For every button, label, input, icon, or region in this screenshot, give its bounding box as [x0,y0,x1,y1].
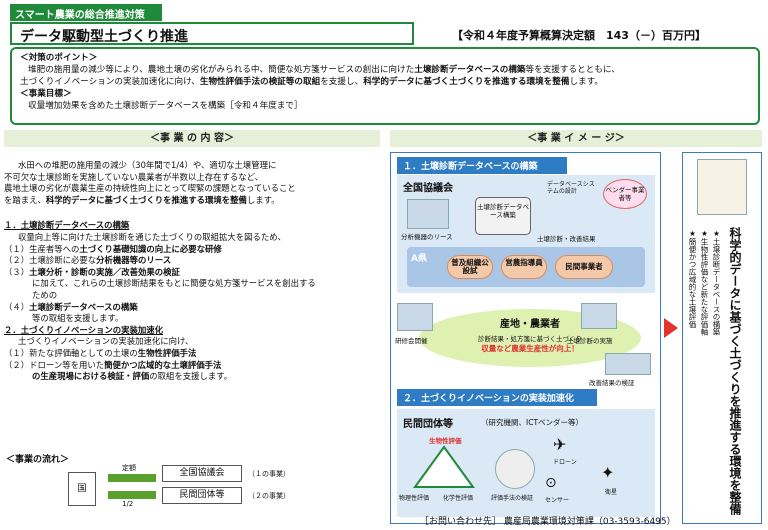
soil-photo [581,303,617,329]
section-1-item: （４）土壌診断データベースの構築 [4,301,138,312]
flow-label: ＜事業の流れ＞ [6,455,70,465]
section-2-item: の生産現場における検証・評価の取組を支援します。 [32,371,233,382]
bio-label: 生物性評価 [429,437,462,445]
policy-heading: ＜対策のポイント＞ [20,53,98,63]
flow-arrow [108,491,156,499]
goal-text: 収量増加効果を含めた土壌診断データベースを構築［令和４年度まで］ [28,101,303,111]
image-section-header: ＜事 業 イ メ ー ジ＞ [390,130,762,147]
council-label: 全国協議会 [403,183,453,194]
workshop-label: 研修会開催 [395,337,428,345]
lease-label: 分析機器のリース [401,233,453,241]
yield-label: 収量など農業生産性が向上！ [481,344,579,353]
sensor-icon: ⊙ [545,475,557,491]
section-1-text: 収量向上等に向けた土壌診断を通じた土づくりの取組拡大を図るため、 [18,231,286,242]
section-1-item: （２）土壌診断に必要な分析機器等のリース [4,255,172,266]
verify-label: 改善結果の検証 [589,379,635,387]
db-system-label: データベースシステムの設計 [547,181,595,195]
vendor-badge: ベンダー事業者等 [603,179,647,209]
drone-icon: ✈ [553,435,567,454]
council-area: 全国協議会 分析機器のリース 土壌診断データベース構築 データベースシステムの設… [397,175,655,293]
sensor-label: センサー [545,497,570,504]
method-label: 評価手法の検証 [491,495,534,502]
orgs-label: 民間団体等 [403,419,453,430]
db-label: 土壌診断データベース構築 [477,203,529,219]
image-bar-2: ２．土づくりイノベーションの実装加速化 [397,389,597,406]
intro-line: 農地土壌の劣化が農業生産の持続性向上にとって喫緊の課題となっていること [4,183,296,194]
workshop-photo [397,303,433,331]
soil-label: 土壌診断の実施 [567,337,613,345]
content-body: 水田への堆肥の施用量の減少（30年間で1/4）や、適切な土壌管理に 不可欠な土壌… [4,160,382,383]
result-arrow-icon [664,318,678,338]
outcome-bullet: ★簡便かつ広域的な土壌評価 [688,229,697,328]
orgs-note: （研究機関、ICTベンダー等） [481,418,584,427]
chem-label: 化学性評価 [443,495,474,502]
goal-heading: ＜事業目標＞ [20,89,72,99]
pref-label: A県 [411,254,427,264]
image-diagram: １．土壌診断データベースの構築 全国協議会 分析機器のリース 土壌診断データベー… [390,152,661,524]
image-bar-1: １．土壌診断データベースの構築 [397,157,567,174]
lab-photo [407,199,449,229]
contact-footer: ［お問い合わせ先］ 農産局農業環境対策課（03-3593-6495） [420,517,676,527]
policy-text-2: 土づくりイノベーションの実装加速化に向け、生物性評価手法の検証等の取組を支援し、… [20,77,603,87]
intro-line: 水田への堆肥の施用量の減少（30年間で1/4）や、適切な土壌管理に [18,160,277,170]
petri-dish-icon [495,449,535,489]
orgs-area: 民間団体等 （研究機関、ICTベンダー等） 生物性評価 物理性評価 化学性評価 … [397,409,655,517]
page-title: データ駆動型土づくり推進 [10,22,414,45]
country-box: 国 [68,472,96,506]
intro-line: を踏まえ、科学的データに基づく土づくりを推進する環境を整備します。 [4,194,280,205]
policy-text-1: 堆肥の施用量の減少等により、農地土壌の劣化がみられる中、簡便な処方箋サービスの創… [28,65,620,75]
policy-box: ＜対策のポイント＞ 堆肥の施用量の減少等により、農地土壌の劣化がみられる中、簡便… [10,47,760,125]
pref-private: 民間事業者 [555,255,613,279]
half-label: 1/2 [122,500,134,508]
section-1-item: （３）土壌分析・診断の実施／改善効果の検証 [4,266,180,277]
section-2-item: （２）ドローン等を用いた簡便かつ広域的な土壌評価手法 [4,359,222,370]
satellite-icon: ✦ [601,463,615,482]
outcome-bullet: ★生物性評価など新たな評価軸 [700,229,709,336]
pref-advisor: 営農指導員 [501,255,547,279]
results-label: 土壌診断・改善結果 [537,235,596,243]
flow-arrow [108,474,156,482]
field-photo [605,353,651,375]
section-1-text: に加えて、これらの土壌診断結果をもとに簡便な処方箋サービスを創出する [32,278,316,289]
section-2-title: ２．土づくりイノベーションの実装加速化 [4,324,163,335]
section-1-text: ための [32,289,58,300]
org-council-box: 全国協議会 [162,465,242,482]
section-1-item: （１）生産者等への土づくり基礎知識の向上に必要な研修 [4,243,222,254]
program-tag: スマート農業の総合推進対策 [10,4,162,21]
section-2-item: （１）新たな評価軸としての土壌の生物性評価手法 [4,347,197,358]
org-private-box: 民間団体等 [162,487,242,504]
drone-label: ドローン [553,459,577,466]
soil-triangle-icon [413,445,475,488]
section-2-text: 土づくりイノベーションの実装加速化に向け、 [18,336,194,347]
producer-label: 産地・農業者 [500,319,560,330]
flow-note-1: （１の事業） [248,470,290,478]
farmer-pc-illustration [697,159,747,215]
database-icon: 土壌診断データベース構築 [475,197,531,235]
content-section-header: ＜事 業 の 内 容＞ [4,130,380,147]
budget-label: 【令和４年度予算概算決定額 143（－）百万円】 [452,29,706,42]
intro-line: 不可欠な土壌診断を実施していない農業者が半数以上存在するなど、 [4,171,263,182]
prefecture-area: A県 普及組織公設試 営農指導員 民間事業者 [407,247,645,287]
outcome-panel: 科学的データに基づく土づくりを推進する環境を整備 ★土壌診断データベースの構築 … [682,152,762,524]
flow-note-2: （２の事業） [248,492,290,500]
outcome-main: 科学的データに基づく土づくりを推進する環境を整備 [728,227,742,515]
outcome-bullet: ★土壌診断データベースの構築 [712,229,721,336]
section-1-title: １．土壌診断データベースの構築 [4,220,130,231]
satellite-label: 衛星 [605,489,618,496]
phys-label: 物理性評価 [399,495,430,502]
section-1-text: 等の取組を支援します。 [32,313,124,324]
rx-label: 診断結果・処方箋に基づく土づくり [478,335,582,343]
pref-extension: 普及組織公設試 [447,255,493,279]
fixed-label: 定額 [122,464,136,472]
